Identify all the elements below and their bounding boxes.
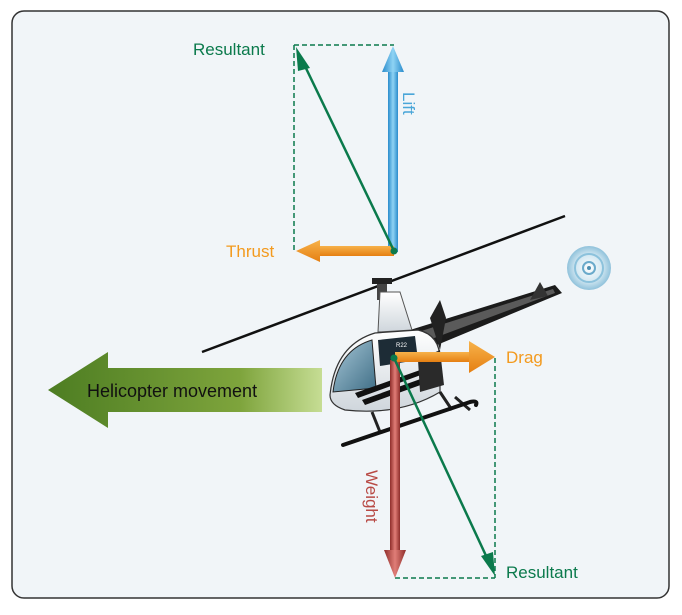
- top-origin-dot: [390, 247, 398, 255]
- thrust-label: Thrust: [226, 242, 274, 261]
- lift-arrow: [382, 46, 404, 252]
- resultant-arrow-top: [296, 47, 396, 252]
- helicopter-illustration: R22: [329, 246, 611, 447]
- helicopter-movement-arrow: Helicopter movement: [48, 352, 322, 428]
- resultant-arrow-bottom: [392, 357, 495, 576]
- bottom-origin-dot: [390, 354, 398, 362]
- tail-rotor-icon: [567, 246, 611, 290]
- weight-label: Weight: [362, 470, 381, 523]
- tail-number-text: R22: [396, 343, 408, 349]
- resultant-bottom-label: Resultant: [506, 563, 578, 582]
- drag-arrow: [395, 341, 495, 373]
- bottom-force-rectangle: [395, 358, 496, 579]
- helicopter-movement-label: Helicopter movement: [87, 381, 257, 401]
- weight-arrow: [384, 360, 406, 578]
- lift-label: Lift: [399, 92, 418, 115]
- diagram-frame: [11, 10, 670, 599]
- resultant-top-label: Resultant: [193, 40, 265, 59]
- thrust-arrow: [296, 240, 394, 262]
- drag-label: Drag: [506, 348, 543, 367]
- top-force-rectangle: [293, 44, 394, 251]
